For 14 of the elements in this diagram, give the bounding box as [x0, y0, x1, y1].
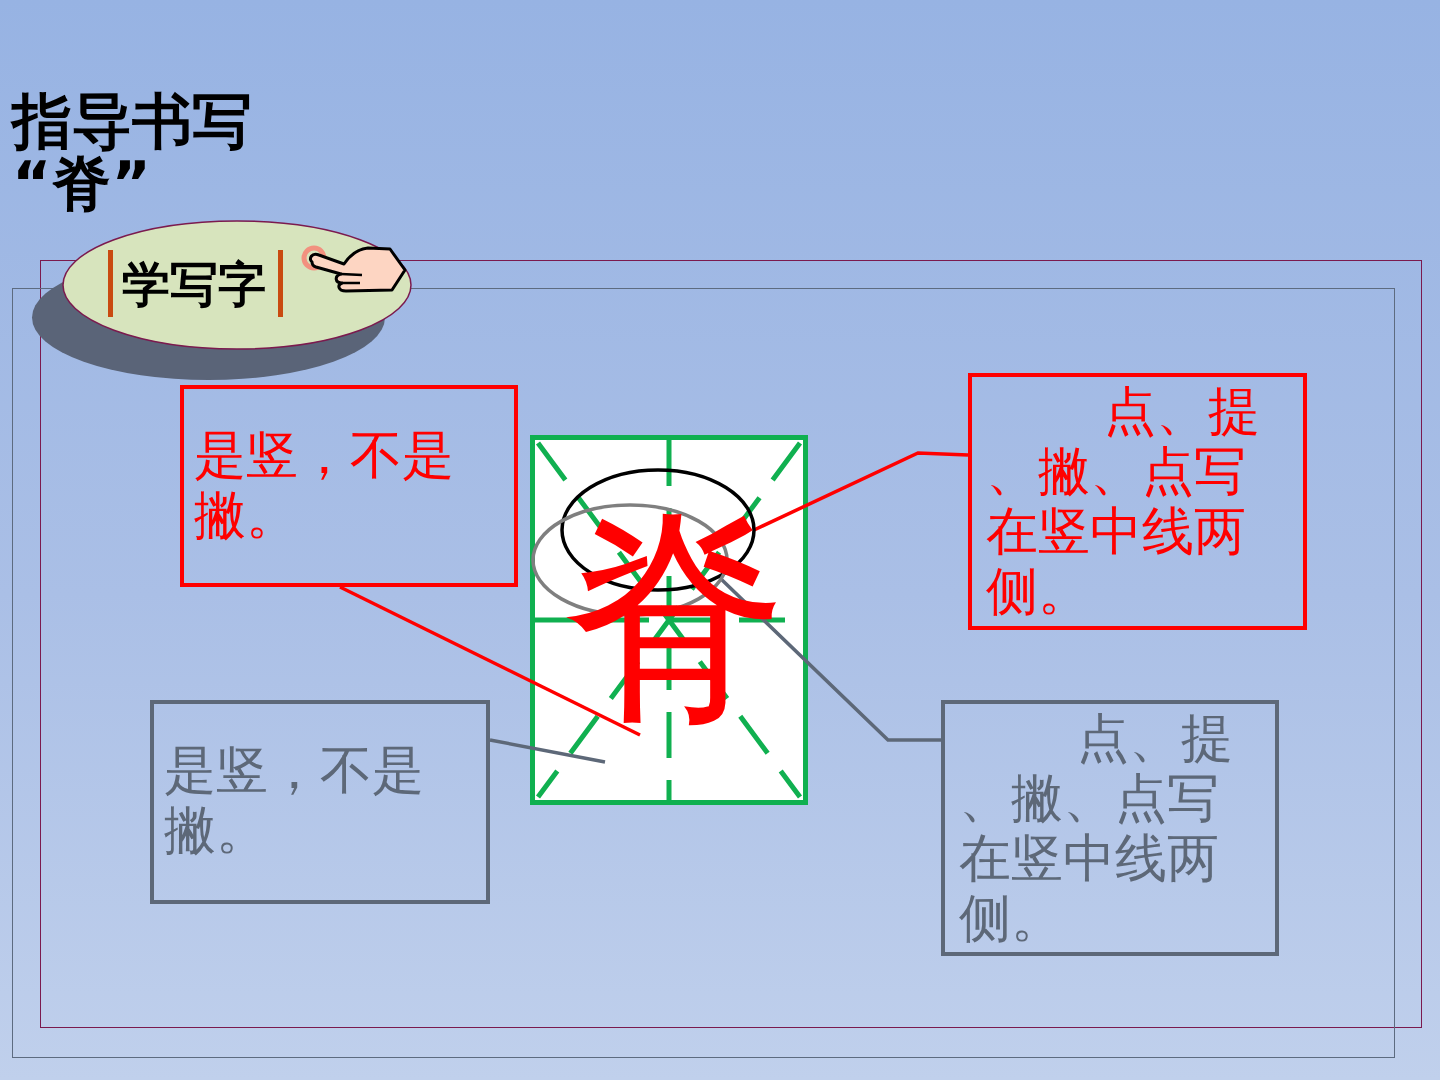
callout-text: 点、提、撇、点写在竖中线两侧。: [959, 708, 1234, 948]
leader-line: [339, 585, 641, 737]
slide-title: 指导书写“脊”: [12, 90, 253, 214]
callout-box: [180, 385, 518, 587]
callout-box: [150, 700, 490, 904]
leader-line: [489, 738, 606, 764]
callout-box: [968, 373, 1307, 630]
badge-oval: [62, 220, 412, 350]
callout-text: 是竖，不是撇。: [164, 740, 425, 860]
section-label: 学写字: [122, 256, 266, 312]
callout-box: [941, 700, 1279, 956]
callout-text: 点、提、撇、点写在竖中线两侧。: [986, 381, 1261, 621]
callout-text: 是竖，不是撇。: [194, 425, 455, 545]
leader-line: [753, 451, 969, 532]
